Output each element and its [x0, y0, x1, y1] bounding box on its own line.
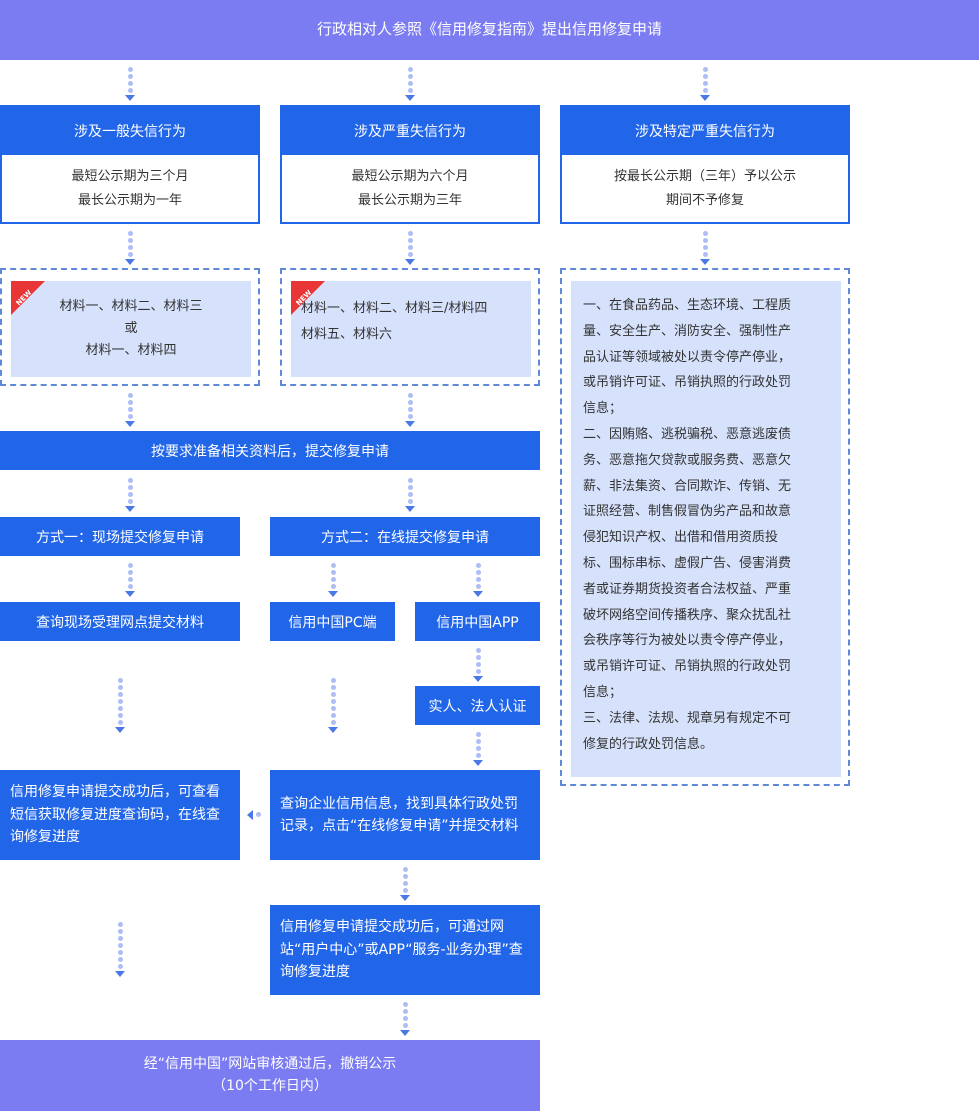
special-list-line: 或吊销许可证、吊销执照的行政处罚 — [583, 375, 792, 391]
special-list-line: 侵犯知识产权、出借和借用资质投 — [583, 530, 779, 546]
online-result: 信用修复申请提交成功后，可通过网站“用户中心”或APP“服务-业务办理”查询修复… — [270, 905, 540, 995]
down-arrow-icon — [405, 393, 415, 427]
final-step: 经“信用中国”网站审核通过后，撤销公示 （10个工作日内） — [0, 1040, 540, 1111]
category-card-special: 涉及特定严重失信行为 按最长公示期（三年）予以公示 期间不予修复 — [560, 105, 850, 224]
down-arrow-icon — [405, 478, 415, 512]
submit-step-label: 按要求准备相关资料后，提交修复申请 — [151, 443, 389, 460]
special-list-line: 标、围标串标、虚假广告、侵害消费 — [583, 555, 792, 571]
materials-panel: NEW 材料一、材料二、材料三 或 材料一、材料四 — [11, 281, 251, 377]
special-list-line: 品认证等领域被处以责令停产停业， — [583, 349, 792, 365]
new-badge-icon: NEW — [291, 281, 325, 315]
down-arrow-icon — [473, 648, 483, 682]
special-list-line: 会秩序等行为被处以责令停产停业， — [583, 633, 792, 649]
onsite-result-label: 信用修复申请提交成功后，可查看短信获取修复进度查询码，在线查询修复进度 — [10, 784, 220, 846]
method-two-label: 方式二：在线提交修复申请 — [321, 529, 489, 546]
special-list-line: 一、在食品药品、生态环境、工程质 — [583, 298, 792, 313]
category-card-line: 最短公示期为六个月 — [351, 168, 469, 184]
method-two-title: 方式二：在线提交修复申请 — [270, 517, 540, 556]
special-list-line: 三、法律、法规、规章另有规定不可 — [583, 710, 792, 726]
down-arrow-icon — [405, 67, 415, 101]
materials-box-general: NEW 材料一、材料二、材料三 或 材料一、材料四 — [0, 268, 260, 386]
down-arrow-icon — [125, 563, 135, 597]
page-title-banner: 行政相对人参照《信用修复指南》提出信用修复申请 — [0, 0, 979, 60]
left-arrow-icon — [247, 810, 265, 820]
down-arrow-icon — [328, 563, 338, 597]
materials-line: 材料一、材料四 — [85, 343, 177, 358]
down-arrow-icon — [125, 478, 135, 512]
special-list-line: 务、恶意拖欠贷款或服务费、恶意欠 — [583, 452, 792, 468]
pc-channel-label: 信用中国PC端 — [288, 614, 377, 631]
category-card-line: 按最长公示期（三年）予以公示 — [613, 168, 796, 184]
final-line: 经“信用中国”网站审核通过后，撤销公示 — [143, 1055, 397, 1072]
down-arrow-icon — [125, 67, 135, 101]
auth-step: 实人、法人认证 — [415, 686, 540, 725]
materials-line: 材料一、材料二、材料三/材料四 — [301, 301, 488, 316]
down-arrow-icon — [125, 231, 135, 265]
materials-line: 或 — [124, 321, 138, 336]
app-channel: 信用中国APP — [415, 602, 540, 641]
down-arrow-icon — [328, 678, 338, 733]
down-arrow-icon — [473, 563, 483, 597]
special-list-line: 者或证券期货投资者合法权益、严重 — [583, 581, 792, 597]
new-badge-icon: NEW — [11, 281, 45, 315]
onsite-step-label: 查询现场受理网点提交材料 — [36, 614, 204, 631]
materials-line: 材料一、材料二、材料三 — [59, 299, 203, 314]
page-title: 行政相对人参照《信用修复指南》提出信用修复申请 — [316, 20, 662, 39]
onsite-result: 信用修复申请提交成功后，可查看短信获取修复进度查询码，在线查询修复进度 — [0, 770, 240, 860]
special-list-line: 二、因贿赂、逃税骗税、恶意逃废债 — [583, 426, 792, 442]
category-card-line: 最长公示期为三年 — [357, 192, 462, 208]
app-channel-label: 信用中国APP — [436, 614, 519, 631]
category-card-line: 最短公示期为三个月 — [71, 168, 189, 184]
down-arrow-icon — [400, 867, 410, 901]
category-card-title: 涉及特定严重失信行为 — [562, 107, 848, 155]
materials-panel: NEW 材料一、材料二、材料三/材料四 材料五、材料六 — [291, 281, 531, 377]
special-list-line: 修复的行政处罚信息。 — [583, 736, 714, 752]
down-arrow-icon — [700, 67, 710, 101]
onsite-step: 查询现场受理网点提交材料 — [0, 602, 240, 641]
down-arrow-icon — [115, 678, 125, 733]
down-arrow-icon — [125, 393, 135, 427]
down-arrow-icon — [405, 231, 415, 265]
materials-line: 材料五、材料六 — [301, 327, 393, 342]
special-list-line: 薪、非法集资、合同欺诈、传销、无 — [583, 478, 792, 494]
pc-channel: 信用中国PC端 — [270, 602, 395, 641]
special-list-panel: 一、在食品药品、生态环境、工程质量、安全生产、消防安全、强制性产品认证等领域被处… — [571, 281, 841, 777]
method-one-label: 方式一：现场提交修复申请 — [36, 529, 204, 546]
special-list-line: 量、安全生产、消防安全、强制性产 — [583, 323, 792, 339]
down-arrow-icon — [115, 922, 125, 977]
category-card-line: 最长公示期为一年 — [77, 192, 182, 208]
final-line: （10个工作日内） — [212, 1077, 328, 1094]
special-list-line: 或吊销许可证、吊销执照的行政处罚 — [583, 659, 792, 675]
online-query-step: 查询企业信用信息，找到具体行政处罚记录，点击“在线修复申请”并提交材料 — [270, 770, 540, 860]
category-card-title: 涉及严重失信行为 — [282, 107, 538, 155]
category-card-line: 期间不予修复 — [665, 192, 744, 208]
special-list-line: 证照经营、制售假冒伪劣产品和故意 — [583, 504, 792, 520]
special-list-box: 一、在食品药品、生态环境、工程质量、安全生产、消防安全、强制性产品认证等领域被处… — [560, 268, 850, 786]
down-arrow-icon — [700, 231, 710, 265]
materials-box-serious: NEW 材料一、材料二、材料三/材料四 材料五、材料六 — [280, 268, 540, 386]
category-card-serious: 涉及严重失信行为 最短公示期为六个月 最长公示期为三年 — [280, 105, 540, 224]
submit-step: 按要求准备相关资料后，提交修复申请 — [0, 431, 540, 470]
special-list-line: 信息； — [583, 401, 623, 417]
auth-step-label: 实人、法人认证 — [428, 698, 527, 715]
down-arrow-icon — [473, 732, 483, 766]
online-result-label: 信用修复申请提交成功后，可通过网站“用户中心”或APP“服务-业务办理”查询修复… — [280, 919, 523, 981]
category-card-general: 涉及一般失信行为 最短公示期为三个月 最长公示期为一年 — [0, 105, 260, 224]
special-list-line: 破坏网络空间传播秩序、聚众扰乱社 — [583, 607, 792, 623]
online-query-label: 查询企业信用信息，找到具体行政处罚记录，点击“在线修复申请”并提交材料 — [280, 795, 519, 834]
special-list-line: 信息； — [583, 684, 623, 700]
method-one-title: 方式一：现场提交修复申请 — [0, 517, 240, 556]
category-card-title: 涉及一般失信行为 — [2, 107, 258, 155]
down-arrow-icon — [400, 1002, 410, 1036]
